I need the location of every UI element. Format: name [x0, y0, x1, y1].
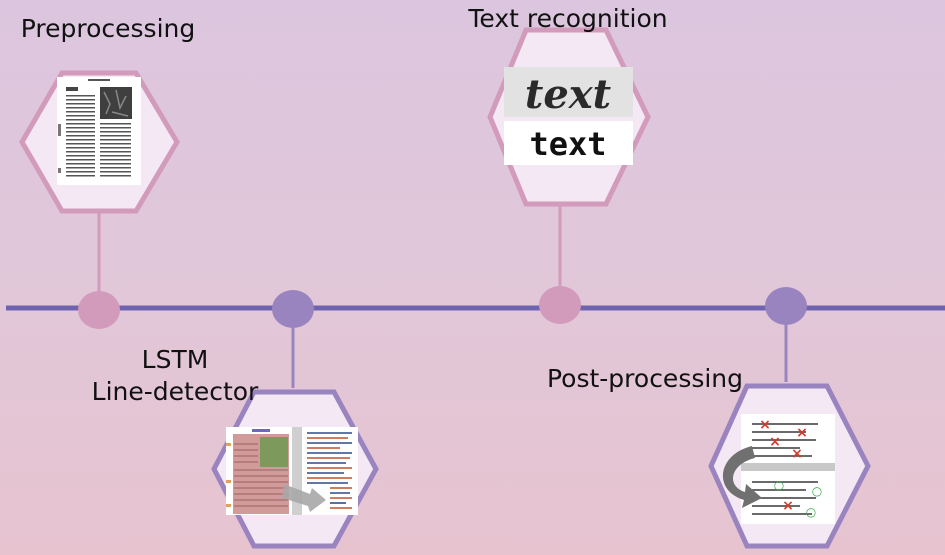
- wrong-mark: ×: [769, 434, 781, 450]
- right-mark: ○: [812, 484, 822, 498]
- text-recognition-icon: text text: [504, 67, 633, 165]
- line-detection-icon: [226, 427, 358, 515]
- hex-lstm-line-detector: [211, 389, 379, 549]
- monospace-text: text: [529, 125, 606, 163]
- hex-text-recognition: text text: [487, 27, 651, 207]
- label-line-detector: Line-detector: [92, 377, 259, 406]
- curved-arrow-icon: [722, 446, 762, 508]
- label-post-processing: Post-processing: [547, 364, 743, 393]
- hex-preprocessing: [19, 70, 180, 214]
- wrong-mark: ×: [791, 446, 803, 462]
- wrong-mark: ×: [782, 498, 794, 514]
- right-mark: ○: [774, 478, 784, 492]
- blackletter-text: text: [525, 71, 612, 118]
- label-lstm: LSTM: [142, 345, 209, 374]
- document-thumbnail-icon: [57, 77, 141, 185]
- right-mark: ○: [806, 505, 816, 519]
- wrong-mark: ×: [759, 417, 771, 433]
- wrong-mark: ×: [796, 425, 808, 441]
- hex-post-processing: × × × × × ○ ○ ○: [708, 383, 871, 549]
- node-preprocessing: [78, 291, 120, 329]
- label-preprocessing: Preprocessing: [21, 14, 195, 43]
- node-text-recognition: [539, 286, 581, 324]
- label-text-recognition: Text recognition: [467, 4, 667, 33]
- post-processing-icon: × × × × × ○ ○ ○: [722, 414, 835, 524]
- node-postprocessing: [765, 287, 807, 325]
- node-lstm: [272, 290, 314, 328]
